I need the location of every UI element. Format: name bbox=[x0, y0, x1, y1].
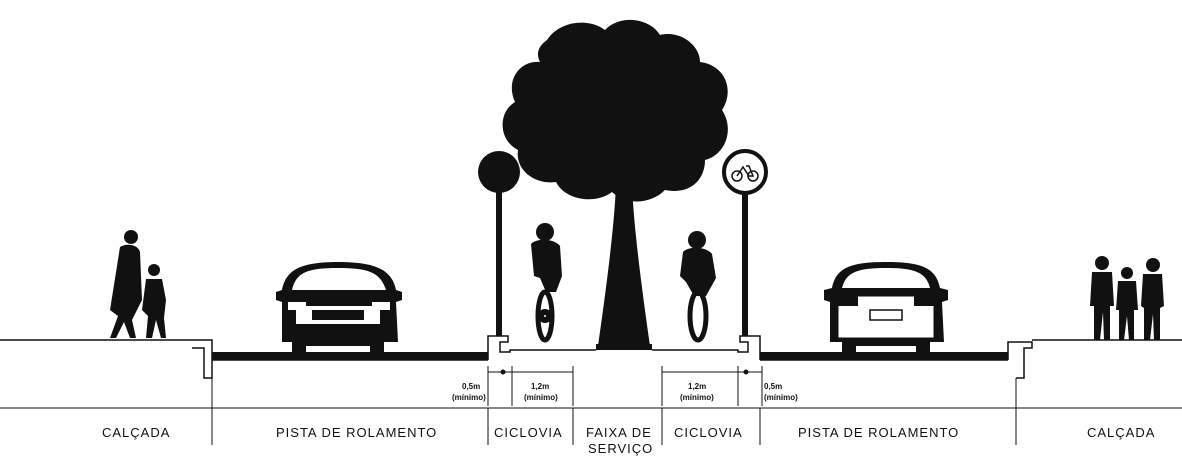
cyclist-icon bbox=[680, 231, 716, 343]
dim-right-offset-note: (mínimo) bbox=[764, 393, 798, 402]
dim-right-lane-value: 1,2m bbox=[688, 382, 706, 391]
label-pista-left: PISTA DE ROLAMENTO bbox=[276, 425, 437, 440]
service-strip-ground bbox=[596, 344, 652, 350]
bicycle-sign-icon bbox=[722, 149, 768, 336]
label-ciclovia-left: CICLOVIA bbox=[494, 425, 563, 440]
label-faixa-line2: SERVIÇO bbox=[588, 441, 653, 456]
asphalt-right bbox=[760, 352, 1008, 360]
car-rear-icon bbox=[824, 262, 948, 356]
dim-right-lane-note: (mínimo) bbox=[680, 393, 714, 402]
label-faixa-line1: FAIXA DE bbox=[586, 425, 652, 440]
dim-left-lane-note: (mínimo) bbox=[524, 393, 558, 402]
car-front-icon bbox=[276, 262, 402, 356]
cyclist-icon bbox=[531, 223, 562, 343]
dim-right-offset-value: 0,5m bbox=[764, 382, 782, 391]
round-sign-icon bbox=[478, 151, 520, 336]
dim-left-offset-note: (mínimo) bbox=[452, 393, 486, 402]
label-calcada-left: CALÇADA bbox=[102, 425, 170, 440]
dimension-markers bbox=[487, 366, 763, 406]
pedestrian-group-icon bbox=[1090, 256, 1164, 340]
pedestrians-icon bbox=[110, 230, 166, 338]
label-calcada-right: CALÇADA bbox=[1087, 425, 1155, 440]
dim-left-lane-value: 1,2m bbox=[531, 382, 549, 391]
label-pista-right: PISTA DE ROLAMENTO bbox=[798, 425, 959, 440]
ground-profile bbox=[0, 335, 1182, 409]
label-ciclovia-right: CICLOVIA bbox=[674, 425, 743, 440]
zone-dividers bbox=[211, 408, 1017, 445]
tree-icon bbox=[502, 19, 728, 346]
dim-left-offset-value: 0,5m bbox=[462, 382, 480, 391]
asphalt-left bbox=[212, 352, 488, 360]
